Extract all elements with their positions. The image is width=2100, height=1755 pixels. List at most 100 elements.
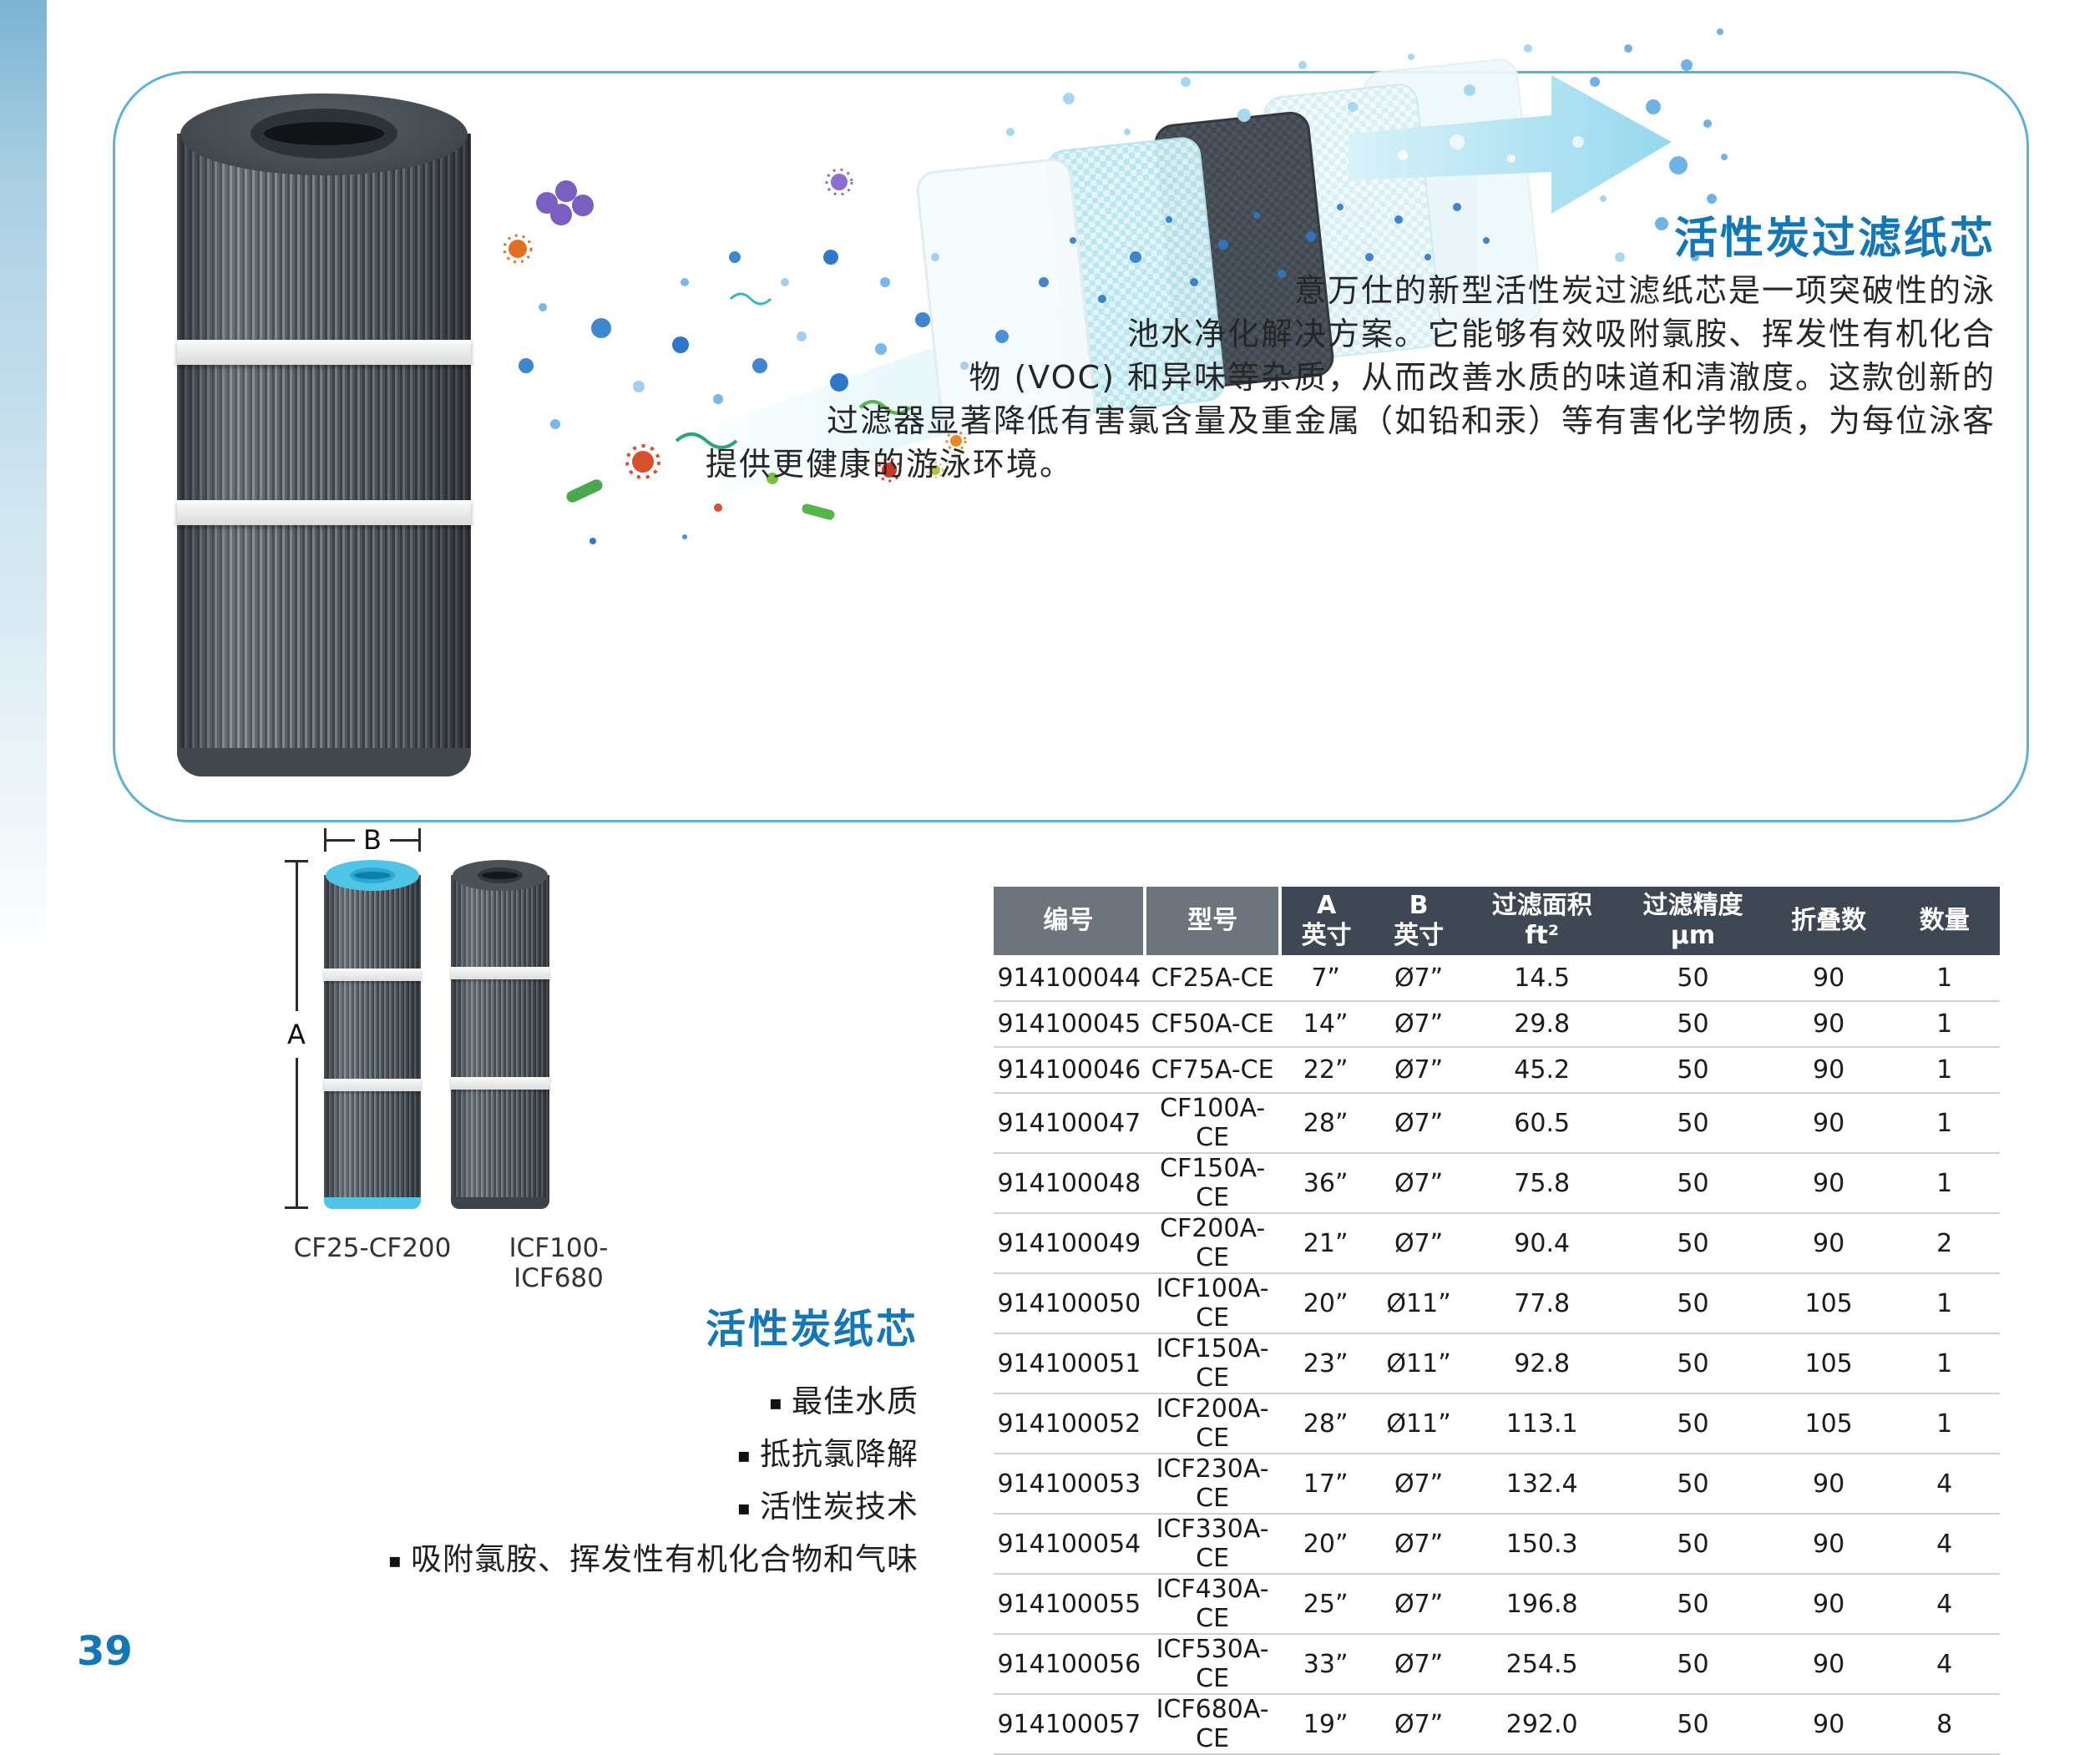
table-cell: Ø7” (1370, 1047, 1467, 1094)
table-cell: 7” (1280, 955, 1371, 1002)
table-cell: Ø7” (1370, 1153, 1467, 1214)
table-cell: 914100055 (994, 1574, 1145, 1635)
cartridge-cap (326, 860, 419, 891)
contaminant-particles (503, 168, 1009, 544)
table-cell: 90 (1768, 1694, 1890, 1755)
table-cell: Ø7” (1370, 1634, 1467, 1695)
table-cell: 60.5 (1466, 1093, 1618, 1154)
filtration-illustration (503, 28, 1728, 544)
column-header: 型号 (1144, 887, 1283, 955)
table-cell: 90 (1768, 1093, 1890, 1154)
cartridge-base (451, 1197, 549, 1209)
cartridge-range-label-cf: CF25-CF200 (293, 1233, 452, 1263)
table-cell: ICF430A-CE (1144, 1574, 1281, 1635)
table-cell: CF25A-CE (1144, 955, 1281, 1002)
table-cell: 132.4 (1466, 1454, 1618, 1515)
pleated-body (324, 875, 421, 1199)
table-cell: 914100048 (994, 1153, 1145, 1214)
table-cell: 914100057 (994, 1694, 1145, 1755)
table-cell: Ø7” (1370, 1454, 1467, 1515)
table-cell: 914100056 (994, 1634, 1145, 1695)
table-cell: ICF530A-CE (1144, 1634, 1281, 1695)
pleated-body (451, 875, 549, 1199)
column-header: 过滤精度 μm (1617, 887, 1769, 955)
table-cell: 90 (1768, 1454, 1890, 1515)
table-cell: ICF230A-CE (1144, 1454, 1281, 1515)
table-cell: ICF150A-CE (1144, 1333, 1281, 1394)
table-cell: 23” (1280, 1333, 1371, 1394)
dimension-line (389, 838, 419, 842)
table-cell: 50 (1617, 1694, 1769, 1755)
column-header: 数量 (1889, 887, 2000, 955)
table-cell: ICF330A-CE (1144, 1514, 1281, 1575)
table-cell: Ø11” (1370, 1333, 1467, 1394)
table-cell: 4 (1889, 1514, 2000, 1575)
dimension-b-label: B (363, 824, 382, 856)
cartridge-band (451, 1077, 549, 1090)
table-cell: 914100045 (994, 1001, 1145, 1048)
table-cell: 1 (1889, 955, 2000, 1002)
table-cell: 45.2 (1466, 1047, 1618, 1094)
table-cell: 90 (1768, 1514, 1890, 1575)
table-cell: 113.1 (1466, 1393, 1618, 1454)
table-cell: 19” (1280, 1694, 1371, 1755)
table-cell: 77.8 (1466, 1273, 1618, 1334)
table-cell: 2 (1889, 1213, 2000, 1274)
table-cell: 914100044 (994, 955, 1145, 1002)
cartridge-core-hole (250, 109, 397, 159)
feature-item: ▪抵抗氯降解 (150, 1429, 918, 1481)
table-cell: 33” (1280, 1634, 1371, 1695)
table-cell: 25” (1280, 1574, 1371, 1635)
cf-cartridge-diagram (324, 860, 421, 1209)
dimension-line (326, 838, 356, 842)
table-cell: 1 (1889, 1273, 2000, 1334)
filtered-water-dots (1006, 28, 1728, 303)
table-cell: ICF200A-CE (1144, 1393, 1281, 1454)
dimension-a-label: A (287, 1019, 306, 1050)
table-cell: 14.5 (1466, 955, 1618, 1002)
cartridge-core-hole (350, 867, 395, 883)
table-cell: 75.8 (1466, 1153, 1618, 1214)
bullet-icon: ▪ (768, 1391, 783, 1414)
hero-paragraph-line: 意万仕的新型活性炭过滤纸芯是一项突破性的泳 (1293, 272, 1996, 309)
column-header: A 英寸 (1280, 887, 1371, 955)
table-cell: 22” (1280, 1047, 1371, 1094)
table-cell: 1 (1889, 1093, 2000, 1154)
table-cell: 50 (1617, 1273, 1769, 1334)
hero-paragraph-line: 过滤器显著降低有害氯含量及重金属（如铅和汞）等有害化学物质，为每位泳客 (826, 402, 1996, 439)
feature-label: 最佳水质 (792, 1383, 918, 1419)
table-cell: 914100051 (994, 1333, 1145, 1394)
table-cell: Ø7” (1370, 1093, 1467, 1154)
table-cell: 90 (1768, 1047, 1890, 1094)
table-cell: Ø7” (1370, 955, 1467, 1002)
table-cell: 50 (1617, 955, 1769, 1002)
table-cell: 36” (1280, 1153, 1371, 1214)
cartridge-base (324, 1197, 421, 1209)
cartridge-cap (453, 860, 548, 891)
table-cell: 28” (1280, 1093, 1371, 1154)
table-cell: 50 (1617, 1093, 1769, 1154)
table-cell: 50 (1617, 1574, 1769, 1635)
table-cell: 1 (1889, 1001, 2000, 1048)
table-cell: 150.3 (1466, 1514, 1618, 1575)
table-cell: 105 (1768, 1393, 1890, 1454)
dimension-line (295, 862, 298, 1011)
dimension-line (295, 1058, 298, 1206)
table-cell: 4 (1889, 1454, 2000, 1515)
table-cell: 28” (1280, 1393, 1371, 1454)
table-cell: 50 (1617, 1047, 1769, 1094)
table-cell: Ø7” (1370, 1514, 1467, 1575)
table-cell: 90 (1768, 1574, 1890, 1635)
table-cell: 14” (1280, 1001, 1371, 1048)
